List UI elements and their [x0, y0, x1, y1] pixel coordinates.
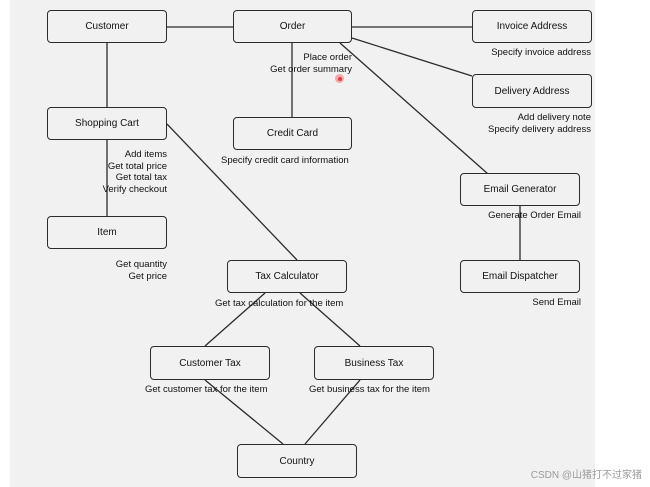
- note-customer-tax: Get customer tax for the item: [145, 384, 268, 396]
- edge-order-email-generator: [339, 42, 489, 175]
- edge-tax-calculator-business-tax: [299, 292, 361, 347]
- note-line: Verify checkout: [102, 183, 167, 195]
- node-invoice-address: Invoice Address: [472, 10, 592, 43]
- node-customer: Customer: [47, 10, 167, 43]
- node-email-generator: Email Generator: [460, 173, 580, 206]
- note-line: Get tax calculation for the item: [215, 298, 344, 309]
- note-line: Get order summary: [270, 63, 352, 75]
- node-delivery-address: Delivery Address: [472, 74, 592, 108]
- edge-tax-calculator-customer-tax: [204, 292, 266, 347]
- cursor-indicator: [335, 74, 344, 83]
- note-line: Place order: [303, 52, 352, 63]
- note-delivery-address: Add delivery note Specify delivery addre…: [488, 112, 591, 135]
- note-line: Get price: [128, 270, 167, 282]
- watermark: CSDN @山猪打不过家猪: [530, 470, 642, 481]
- note-order: Place order Get order summary: [270, 52, 352, 75]
- note-line: Specify delivery address: [488, 123, 591, 135]
- node-shopping-cart: Shopping Cart: [47, 107, 167, 140]
- note-line: Generate Order Email: [488, 210, 581, 221]
- note-invoice-address: Specify invoice address: [491, 47, 591, 59]
- note-line: Get business tax for the item: [309, 384, 430, 395]
- node-tax-calculator: Tax Calculator: [227, 260, 347, 293]
- note-email-dispatcher: Send Email: [532, 297, 581, 309]
- note-line: Get customer tax for the item: [145, 384, 268, 395]
- node-country: Country: [237, 444, 357, 478]
- node-customer-tax: Customer Tax: [150, 346, 270, 380]
- note-tax-calculator: Get tax calculation for the item: [215, 298, 343, 310]
- note-item: Get quantity Get price: [116, 259, 167, 282]
- edge-shopping-cart-tax-calculator: [166, 123, 298, 261]
- note-credit-card: Specify credit card information: [221, 155, 349, 167]
- note-line: Send Email: [532, 297, 581, 308]
- note-email-generator: Generate Order Email: [488, 210, 581, 222]
- note-line: Specify invoice address: [491, 47, 591, 58]
- node-credit-card: Credit Card: [233, 117, 352, 150]
- node-order: Order: [233, 10, 352, 43]
- edge-customer-tax-country: [204, 379, 284, 445]
- note-line: Add items: [124, 149, 167, 160]
- note-shopping-cart: Add items Get total price Get total tax …: [103, 149, 167, 195]
- note-line: Get total tax: [115, 172, 167, 183]
- node-email-dispatcher: Email Dispatcher: [460, 260, 580, 293]
- note-line: Add delivery note: [517, 112, 591, 123]
- note-business-tax: Get business tax for the item: [309, 384, 430, 396]
- note-line: Get quantity: [115, 259, 167, 270]
- edge-business-tax-country: [304, 379, 361, 445]
- note-line: Specify credit card information: [221, 155, 349, 166]
- edge-order-delivery-address: [351, 37, 473, 77]
- note-line: Get total price: [107, 160, 167, 172]
- node-business-tax: Business Tax: [314, 346, 434, 380]
- node-item: Item: [47, 216, 167, 249]
